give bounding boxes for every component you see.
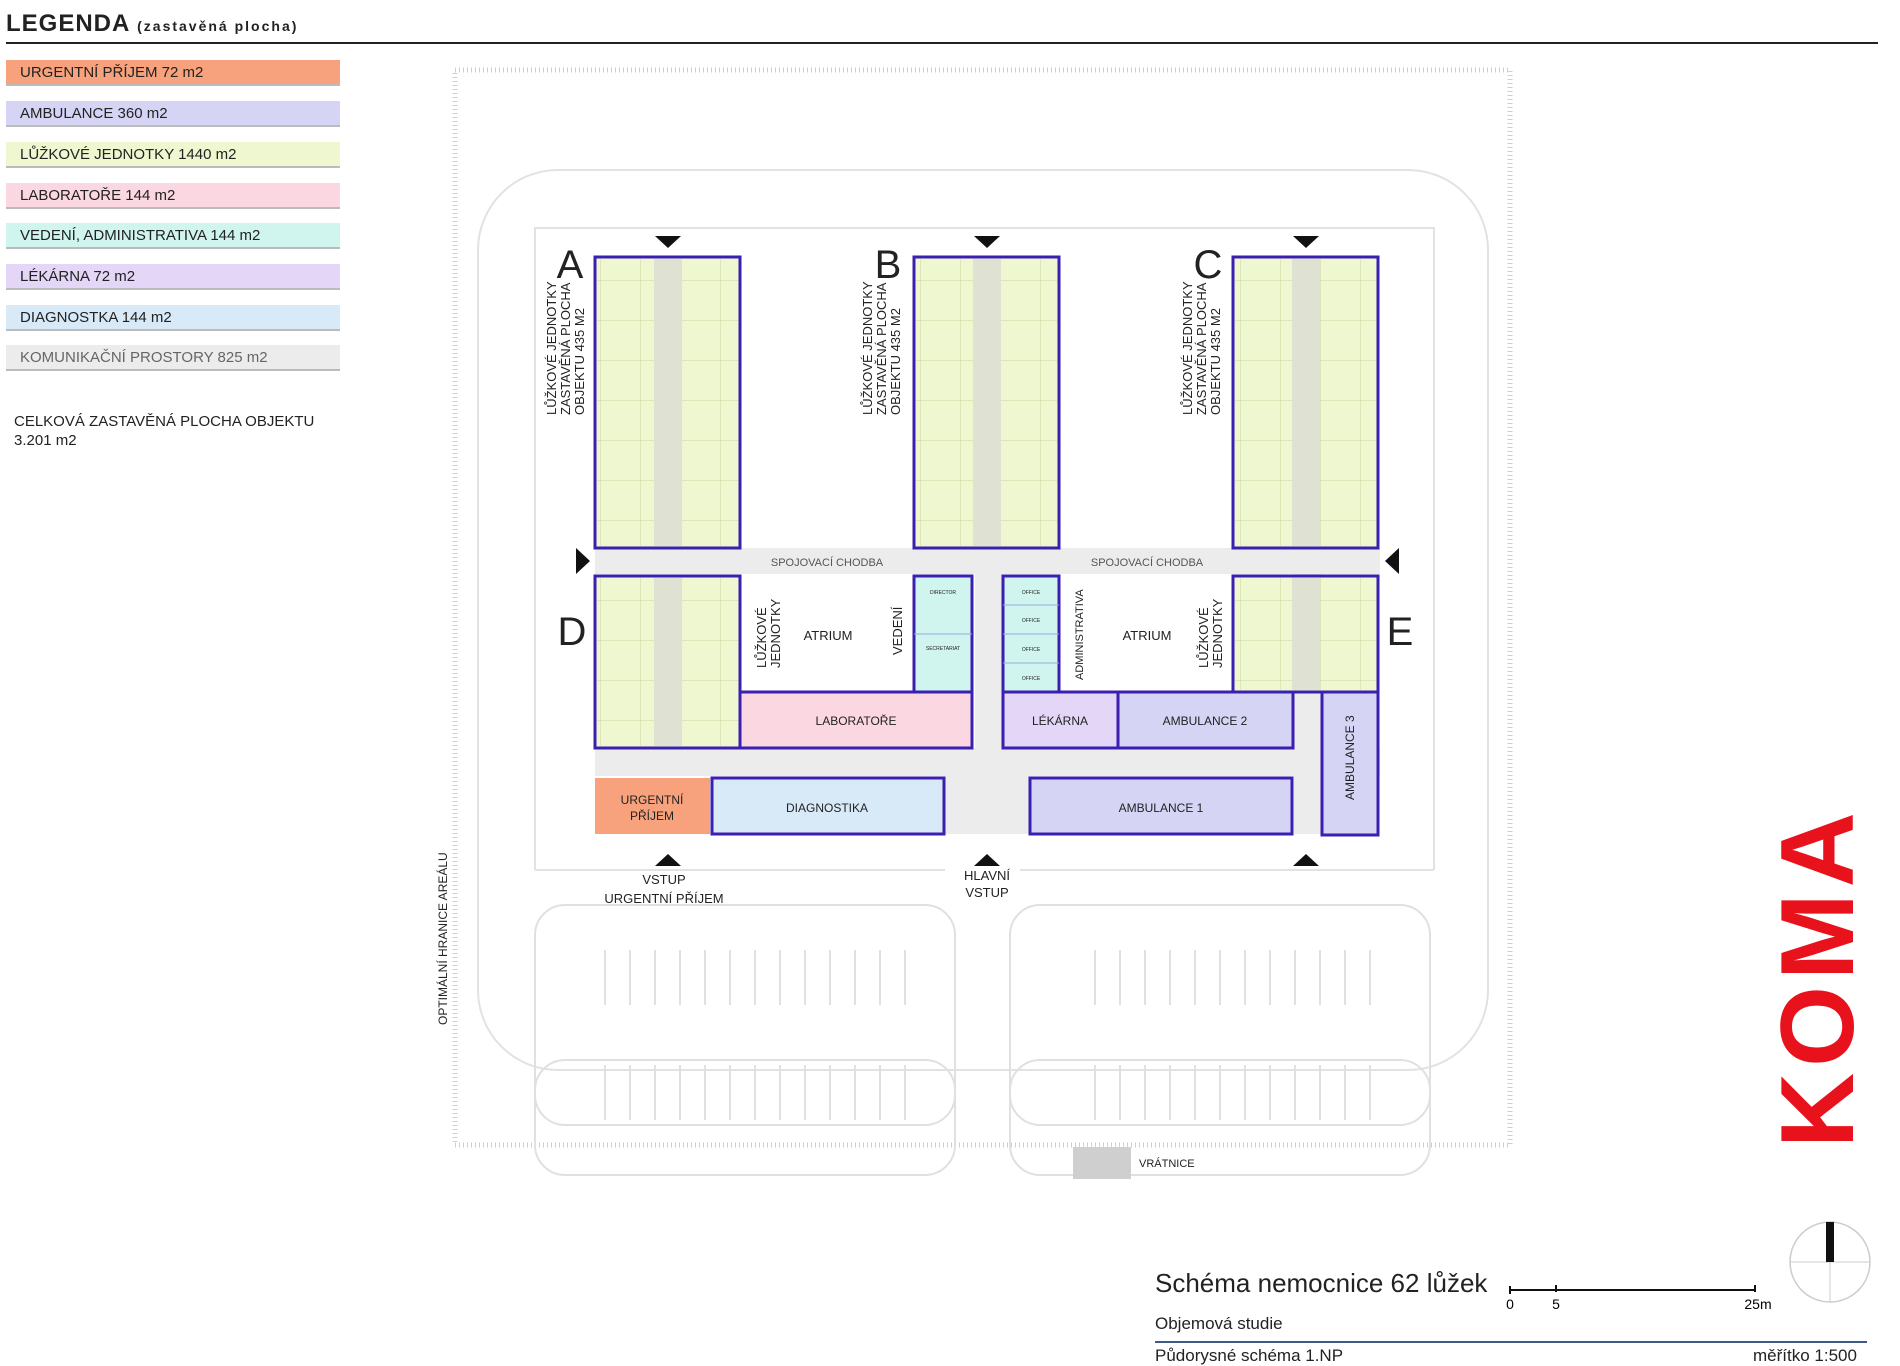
legend-item: URGENTNÍ PŘÍJEM 72 m2 [6,60,340,86]
drawing-subtitle: Objemová studie [1155,1314,1283,1333]
secretariat-label: SECRETARIAT [926,646,960,652]
gatehouse-label: VRÁTNICE [1139,1157,1195,1170]
block-label-c: C [1194,243,1223,287]
gatehouse [1073,1147,1131,1179]
total-area: CELKOVÁ ZASTAVĚNÁ PLOCHA OBJEKTU 3.201 m… [14,412,314,450]
road-outline [477,169,1489,1071]
wing-c-label-1: LŮŽKOVÉ JEDNOTKY [1180,281,1195,415]
wing-a-label-1: LŮŽKOVÉ JEDNOTKY [544,281,559,415]
wing-e [1231,574,1380,694]
total-area-value: 3.201 m2 [14,432,77,449]
scale-label-25: 25m [1744,1296,1771,1312]
vedeni-label: VEDENÍ [890,606,905,655]
header-rule [6,42,1878,44]
legend-title-text: LEGENDA [6,10,130,37]
wing-a-label-3: OBJEKTU 435 M2 [572,308,587,415]
brand-logo: KOMA [1760,806,1876,1148]
legend-item: LABORATOŘE 144 m2 [6,183,340,209]
north-arrow-icon [1789,1221,1871,1303]
lekarna-block [1001,690,1120,750]
administrativa-label: ADMINISTRATIVA [1074,589,1086,680]
urgent-label-2: PŘÍJEM [630,808,674,823]
title-rule [1155,1341,1867,1343]
wing-b-label-3: OBJEKTU 435 M2 [888,308,903,415]
corridor-label-left: SPOJOVACÍ CHODBA [771,556,884,569]
legend-item: LÉKÁRNA 72 m2 [6,264,340,290]
wing-b-label-2: ZASTAVĚNÁ PLOCHA [874,282,889,415]
legend-item: DIAGNOSTKA 144 m2 [6,305,340,331]
brand-logo-text: KOMA [1760,806,1876,1148]
site-boundary [452,67,1513,1148]
lekarna-label: LÉKÁRNA [1032,713,1088,728]
luzkove-e-2: JEDNOTKY [1210,598,1225,668]
parking-left [534,904,956,1176]
block-label-b: B [875,243,902,287]
ambulance-3-block [1320,690,1380,837]
communication-spaces [595,548,1380,834]
ambulance-3-label: AMBULANCE 3 [1343,715,1357,800]
entry-main-2: VSTUP [965,885,1008,900]
legend-item: LŮŽKOVÉ JEDNOTKY 1440 m2 [6,142,340,168]
scale-bar: 0 5 25m [1506,1285,1772,1312]
drawing-scheme: Půdorysné schéma 1.NP [1155,1346,1344,1365]
ambulance-2-block [1116,690,1295,750]
diagnostika-label: DIAGNOSTIKA [786,801,868,815]
office-2-label: OFFICE [1022,618,1041,624]
legend-subtitle: (zastavěná plocha) [137,18,299,34]
legend-item: VEDENÍ, ADMINISTRATIVA 144 m2 [6,223,340,249]
director-label: DIRECTOR [930,590,956,596]
ambulance-1-block [1028,776,1294,836]
block-label-d: D [558,610,587,654]
total-area-label: CELKOVÁ ZASTAVĚNÁ PLOCHA OBJEKTU [14,413,315,430]
entry-main-1: HLAVNÍ [964,868,1010,883]
ambulance-2-label: AMBULANCE 2 [1163,714,1248,728]
wing-c [1231,255,1380,550]
atrium-right: ATRIUM [1123,628,1172,643]
office-4-label: OFFICE [1022,676,1041,682]
luzkove-e-1: LŮŽKOVÉ [1196,607,1211,668]
diagnostika-block [710,776,946,836]
wing-d [593,574,742,750]
office-1-label: OFFICE [1022,590,1041,596]
entry-urgent-2: URGENTNÍ PŘÍJEM [604,891,723,906]
legend-item: KOMUNIKAČNÍ PROSTORY 825 m2 [6,345,340,371]
legend-title: LEGENDA (zastavěná plocha) [6,10,298,38]
block-label-a: A [557,243,584,287]
wing-a-label-2: ZASTAVĚNÁ PLOCHA [558,282,573,415]
wing-b [912,255,1061,550]
parking-right [1009,904,1431,1176]
boundary-label: OPTIMÁLNÍ HRANICE AREÁLU [435,852,450,1025]
wing-b-label-1: LŮŽKOVÉ JEDNOTKY [860,281,875,415]
wing-c-label-3: OBJEKTU 435 M2 [1208,308,1223,415]
drawing-scale: měřítko 1:500 [1753,1346,1857,1365]
entry-arrows [576,236,1399,866]
laboratore-label: LABORATOŘE [816,713,897,728]
entry-urgent-1: VSTUP [642,872,685,887]
scale-label-5: 5 [1552,1296,1560,1312]
office-3-label: OFFICE [1022,647,1041,653]
scale-label-0: 0 [1506,1296,1514,1312]
urgent-label-1: URGENTNÍ [621,792,684,807]
ambulance-1-label: AMBULANCE 1 [1119,801,1204,815]
corridor-label-right: SPOJOVACÍ CHODBA [1091,556,1204,569]
luzkove-d-2: JEDNOTKY [768,598,783,668]
block-label-e: E [1387,610,1414,654]
drawing-title: Schéma nemocnice 62 lůžek [1155,1268,1488,1298]
inner-road [534,227,1435,870]
wing-a [593,255,742,550]
urgent-block [595,778,710,834]
wing-c-label-2: ZASTAVĚNÁ PLOCHA [1194,282,1209,415]
legend-item: AMBULANCE 360 m2 [6,101,340,127]
laboratore-block [738,690,974,750]
luzkove-d-1: LŮŽKOVÉ [754,607,769,668]
atrium-left: ATRIUM [804,628,853,643]
